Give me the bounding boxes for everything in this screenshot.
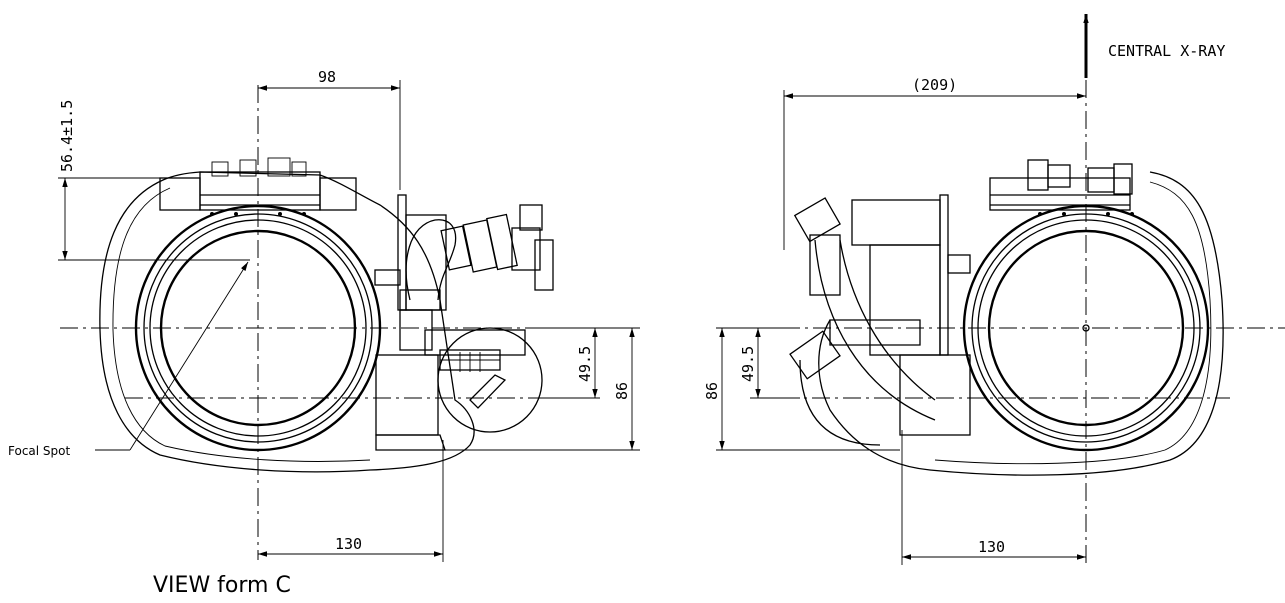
left-dim-56-4: 56.4±1.5 xyxy=(58,100,76,172)
right-hose xyxy=(839,239,936,401)
right-label-central-xray: CENTRAL X-RAY xyxy=(1108,42,1225,60)
right-view: CENTRAL X-RAY xyxy=(703,14,1285,565)
right-dim-209: (209) xyxy=(912,76,957,94)
left-outer-housing xyxy=(99,171,475,473)
right-outer-housing xyxy=(818,171,1224,476)
right-dim-49-5: 49.5 xyxy=(739,346,757,382)
left-label-focal-spot: Focal Spot xyxy=(8,444,70,458)
left-top-block xyxy=(199,171,321,211)
left-view: Focal Spot 98 56.4±1.5 49.5 86 130 VIEW … xyxy=(8,68,640,598)
right-dim-86: 86 xyxy=(703,382,721,400)
left-outer-housing-inner xyxy=(112,187,371,462)
left-side-plate xyxy=(397,194,407,311)
left-dim-130: 130 xyxy=(335,535,362,553)
left-dim-49-5: 49.5 xyxy=(576,346,594,382)
left-dim-86: 86 xyxy=(613,382,631,400)
left-view-title: VIEW form C xyxy=(153,573,291,598)
left-dim-98: 98 xyxy=(318,68,336,86)
left-hose xyxy=(405,219,457,301)
right-dim-130: 130 xyxy=(978,538,1005,556)
